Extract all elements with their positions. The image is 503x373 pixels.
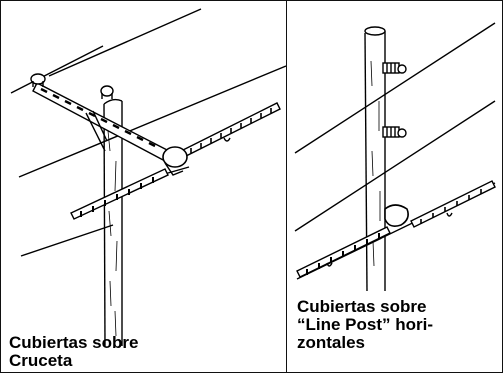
conductor-line-2 — [48, 8, 202, 77]
panel-divider — [286, 1, 287, 372]
conductor-cover-left — [296, 226, 391, 278]
panel-line-post: Cubiertas sobre “Line Post” hori- zontal… — [287, 1, 502, 372]
caption-line: Cruceta — [9, 351, 73, 370]
caption-line-post: Cubiertas sobre “Line Post” hori- zontal… — [297, 298, 497, 352]
line-post-illustration — [294, 22, 496, 292]
wood-pole — [364, 26, 386, 292]
insulator-mid — [100, 85, 114, 99]
conductor-cover-upper — [180, 102, 281, 158]
caption-line: “Line Post” hori- — [297, 315, 433, 334]
conductor-line-bottom — [20, 224, 114, 257]
conductor-cover-right — [410, 180, 496, 228]
caption-line: zontales — [297, 333, 366, 352]
line-post-end-cover — [384, 204, 409, 227]
conductor-line-top — [294, 22, 496, 154]
line-post-insulator-upper — [382, 62, 407, 74]
conductor-line-3 — [18, 65, 286, 178]
panel-crossarm: Cubiertas sobre Cruceta — [1, 1, 286, 372]
caption-line: Cubiertas sobre — [9, 333, 139, 352]
wood-pole — [103, 98, 123, 347]
crossarm-illustration — [10, 8, 286, 347]
crossarm — [32, 82, 170, 162]
conductor-cover-lower — [70, 168, 169, 220]
caption-line: Cubiertas sobre — [297, 297, 427, 316]
caption-crossarm: Cubiertas sobre Cruceta — [9, 334, 279, 370]
line-post-insulator-lower — [382, 126, 407, 138]
crossarm-end-cover — [160, 146, 190, 176]
insulator-left — [30, 73, 46, 87]
conductor-line-top — [10, 45, 104, 94]
conductor-line-mid — [294, 100, 496, 232]
